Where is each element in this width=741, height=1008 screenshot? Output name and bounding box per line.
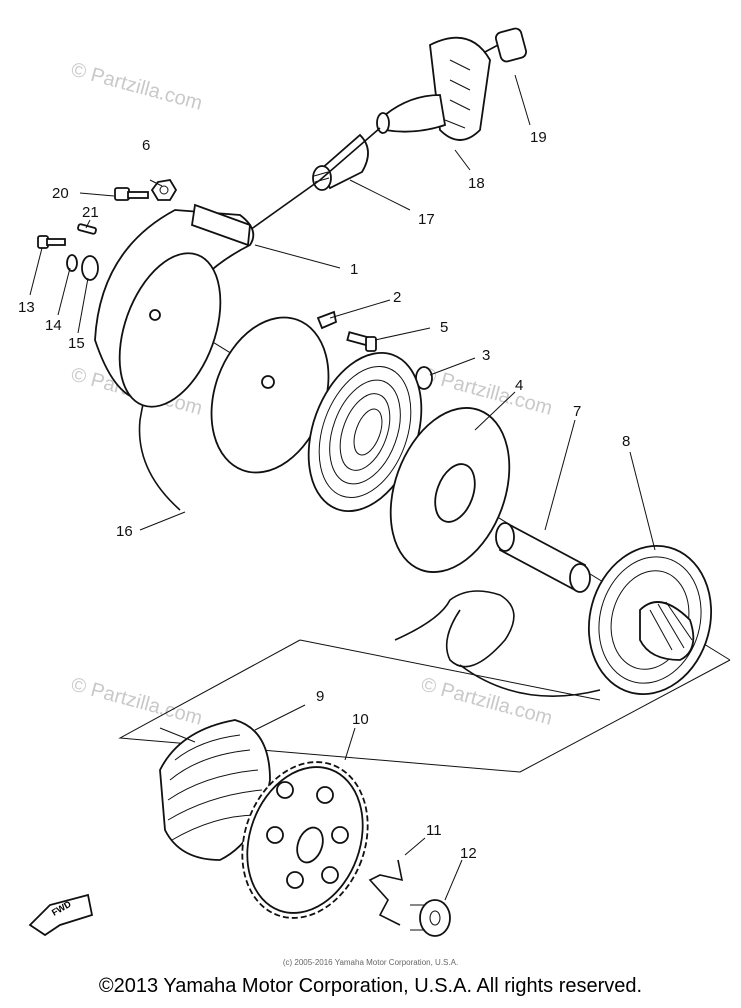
part-4-disc (389, 407, 511, 573)
watermark: © Partzilla.com (69, 674, 205, 730)
part-15-washer (81, 255, 99, 281)
callout-9: 9 (316, 688, 324, 705)
callout-8: 8 (622, 433, 630, 450)
callout-numbers: 19 18 17 1 2 5 3 4 7 8 6 20 21 13 14 15 … (18, 129, 630, 862)
callout-10: 10 (352, 711, 369, 728)
part-9-coil-spring (159, 719, 271, 861)
part-7-shaft (495, 522, 591, 593)
part-14-washer (66, 254, 78, 272)
callout-11: 11 (426, 822, 442, 839)
callout-18: 18 (468, 175, 485, 192)
part-13-bolt (37, 235, 66, 249)
part-20-bolt (114, 187, 149, 201)
callout-5: 5 (440, 319, 448, 336)
callout-3: 3 (482, 347, 490, 364)
callout-17: 17 (418, 211, 435, 228)
small-copyright: (c) 2005-2016 Yamaha Motor Corporation, … (282, 958, 459, 967)
callout-2: 2 (393, 289, 401, 306)
callout-20: 20 (52, 185, 69, 202)
fwd-arrow-badge: FWD (28, 893, 94, 937)
callout-4: 4 (515, 377, 523, 394)
part-18-grip (376, 36, 491, 141)
callout-13: 13 (18, 299, 35, 316)
watermark: © Partzilla.com (69, 59, 205, 115)
part-12-washer (410, 899, 451, 937)
callout-19: 19 (530, 129, 547, 146)
callout-1: 1 (350, 261, 358, 278)
callout-14: 14 (45, 317, 62, 334)
part-8-pulley (587, 545, 713, 695)
callout-7: 7 (573, 403, 581, 420)
part-11-spring (368, 859, 404, 926)
part-1-starter-case (94, 203, 255, 408)
part-10-gear (241, 761, 369, 919)
callout-15: 15 (68, 335, 85, 352)
callout-16: 16 (116, 523, 133, 540)
callout-6: 6 (142, 137, 150, 154)
leader-lines (29, 74, 656, 901)
callout-21: 21 (82, 204, 99, 221)
part-21-pin (77, 223, 97, 235)
rope-loop (394, 590, 515, 668)
part-5-bolt (346, 331, 377, 352)
part-6-nut (150, 179, 178, 201)
rope-tail (459, 664, 601, 697)
callout-12: 12 (460, 845, 477, 862)
main-copyright: ©2013 Yamaha Motor Corporation, U.S.A. A… (98, 975, 643, 997)
